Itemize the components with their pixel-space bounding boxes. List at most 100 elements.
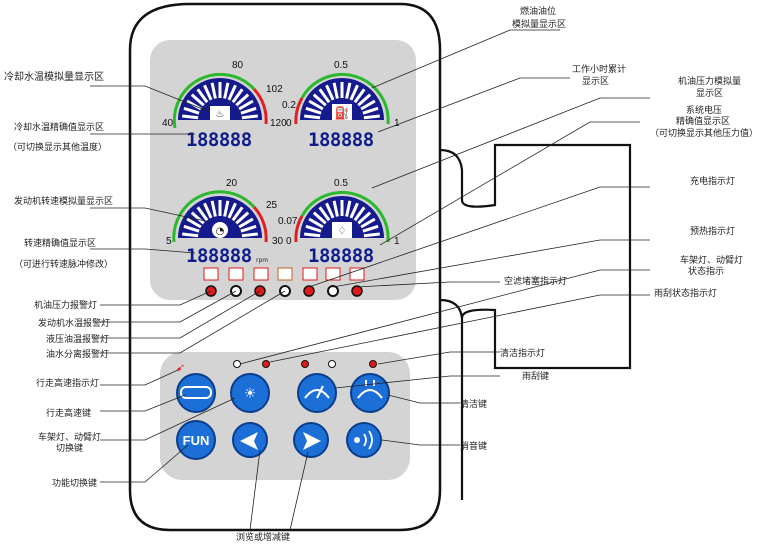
label-oil-pressure-warning: 机油压力报警灯 xyxy=(34,299,97,311)
gauge-segment-bar xyxy=(210,82,217,99)
gauge-segment-bar xyxy=(223,200,230,217)
work-light-icon: ☀ xyxy=(244,386,257,402)
label-charge-light: 充电指示灯 xyxy=(690,175,735,187)
gauge-segment-bar xyxy=(196,88,209,104)
travel-high-speed-icon: ➹ xyxy=(176,361,185,374)
gauge-segment-bar xyxy=(196,206,209,222)
gauge-segment-bar xyxy=(325,84,335,101)
washer-led-b xyxy=(369,360,377,368)
arrow-left-icon xyxy=(240,432,258,450)
gauge-segment-bar xyxy=(360,217,376,229)
label-system-voltage-2: 精确值显示区 xyxy=(676,115,730,127)
gauge-tick-right-low: 120 xyxy=(270,118,287,129)
tachometer-icon: ◔ xyxy=(216,226,225,237)
sound-waves-icon xyxy=(363,430,373,450)
oil-can-icon: ♢ xyxy=(338,226,347,237)
label-washer-indicator: 清洁指示灯 xyxy=(500,347,545,359)
wiper-icon xyxy=(304,385,330,399)
gauge-segment-bar xyxy=(241,232,258,238)
gauge-lcd-value: 188888 xyxy=(186,245,252,267)
label-work-hours-2: 显示区 xyxy=(582,76,609,87)
gauge-segment-bar xyxy=(231,88,244,104)
gauge-segment-bar xyxy=(304,114,321,120)
label-frame-boom-light-1: 车架灯、动臂灯 xyxy=(680,254,743,266)
label-oil-water-separator-warning: 油水分离报警灯 xyxy=(46,348,109,360)
gauge-segment-bar xyxy=(363,114,380,120)
oil-pressure-gauge: ♢ 0.5 0 0.07 1 188888 xyxy=(278,178,400,267)
gauge-segment-bar xyxy=(353,206,366,222)
label-work-light-key-2: 切换键 xyxy=(56,442,83,454)
keypad-indicator-row: ➹ xyxy=(176,360,377,374)
gauge-tick-top: 80 xyxy=(232,60,244,71)
gauge-segment-bar xyxy=(183,224,200,233)
gauge-center-box xyxy=(210,106,230,120)
label-work-light-key: 车架灯、动臂灯 xyxy=(38,431,101,443)
browse-right-button[interactable] xyxy=(293,422,329,458)
left-callouts: 冷却水温模拟量显示区 冷却水温精确值显示区 （可切换显示其他温度） 发动机转速模… xyxy=(4,70,290,543)
label-mute-key: 消音键 xyxy=(460,440,487,452)
gauge-segment-bar xyxy=(235,211,250,225)
gauge-segment-bar xyxy=(305,224,322,233)
gauge-tick-right-low: 1 xyxy=(394,118,400,129)
washer-button[interactable] xyxy=(350,373,390,413)
gauge-segment-bar xyxy=(357,93,372,107)
gauge-segment-bar xyxy=(223,82,230,99)
engine-speed-gauge: ◔ 20 5 25 30 188888 rpm xyxy=(166,178,284,267)
wiper-button[interactable] xyxy=(297,373,337,413)
function-switch-button[interactable]: FUN xyxy=(176,420,216,460)
gauge-segment-bar xyxy=(332,200,339,217)
gauge-segment-bar xyxy=(318,88,331,104)
work-light-led xyxy=(262,360,270,368)
gauge-lcd-unit: rpm xyxy=(256,257,268,264)
gauge-segment-bar xyxy=(362,224,379,233)
gauge-tick-left: 0 xyxy=(286,118,292,129)
gauge-segment-bar xyxy=(227,84,237,101)
gauge-center-circle xyxy=(212,222,228,238)
gauge-outer-arc-green xyxy=(172,72,256,129)
gauge-outer-arc-red xyxy=(252,205,268,243)
oil-pressure-warning-icon xyxy=(203,267,219,281)
mute-button[interactable] xyxy=(346,422,382,458)
work-light-button[interactable]: ☀ xyxy=(230,373,270,413)
gauge-segment-bar xyxy=(182,232,199,238)
air-filter-led xyxy=(351,285,363,297)
gauge-segment-bar xyxy=(353,88,366,104)
label-frame-boom-light-2: 状态指示 xyxy=(688,265,724,277)
gauge-tick-left: 40 xyxy=(162,118,174,129)
preheat-led xyxy=(327,285,339,297)
gauge-tick-right-low: 30 xyxy=(272,236,284,247)
label-browse-keys: 浏览或增减键 xyxy=(236,531,290,543)
gauge-tick-right-high: 25 xyxy=(266,200,278,211)
label-travel-high-speed-key: 行走高速键 xyxy=(46,407,91,419)
gauge-segment-bar xyxy=(240,224,257,233)
label-function-switch-key: 功能切换键 xyxy=(52,477,97,489)
label-speed-precise: 转速精确值显示区 xyxy=(24,237,96,249)
gauge-outer-arc-green xyxy=(172,190,256,243)
gauge-segment-bar xyxy=(183,106,200,115)
wiper-led xyxy=(301,360,309,368)
gauge-segment-bar xyxy=(186,217,202,229)
gauge-outer-arc-red xyxy=(294,215,304,243)
browse-left-button[interactable] xyxy=(232,422,268,458)
gauge-segment-bar xyxy=(238,217,254,229)
label-washer-key: 清洁键 xyxy=(460,398,487,410)
gauge-tick-left: 5 xyxy=(166,236,172,247)
gauge-segment-bar xyxy=(349,84,359,101)
gauge-center-box xyxy=(332,222,352,238)
right-callouts: 燃油油位 模拟量显示区 工作小时累计 显示区 机油压力模拟量 显示区 系统电压 … xyxy=(460,5,758,452)
gauge-lcd-value: 188888 xyxy=(186,129,252,151)
gauge-segment-bar xyxy=(203,202,213,219)
gauge-lcd-value: 188888 xyxy=(308,245,374,267)
gauge-tick-right-high: 102 xyxy=(266,84,283,95)
label-hydraulic-oil-temp-warning: 液压油温报警灯 xyxy=(46,333,109,345)
label-coolant-temp-warning: 发动机水温报警灯 xyxy=(38,317,110,329)
gauge-segment-bar xyxy=(190,93,205,107)
function-button-label: FUN xyxy=(183,433,210,448)
oil-water-separator-icon xyxy=(277,267,293,281)
travel-high-speed-button[interactable] xyxy=(176,373,216,413)
gauge-segment-bar xyxy=(318,206,331,222)
leader-lines xyxy=(90,29,650,531)
gauge-segment-bar xyxy=(210,200,217,217)
label-oil-pressure-analog-2: 显示区 xyxy=(696,88,723,99)
label-oil-pressure-analog-1: 机油压力模拟量 xyxy=(678,75,741,87)
